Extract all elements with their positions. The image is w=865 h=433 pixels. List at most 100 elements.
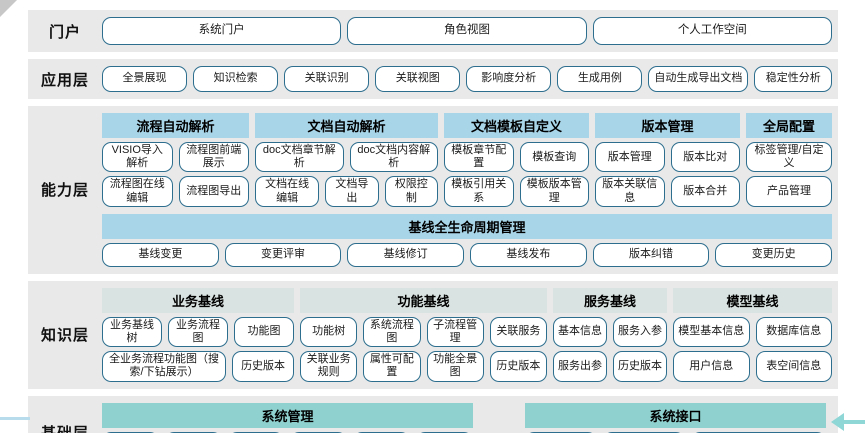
group-items: 基线变更变更评审基线修订基线发布版本纠错变更历史 [102, 242, 833, 267]
group-header: 版本管理 [595, 113, 740, 138]
button-row: 业务基线树业务流程图功能图 [102, 316, 294, 348]
module-box: 业务基线树 [102, 316, 162, 348]
module-box: 文档导出 [325, 176, 379, 207]
group-items: 标签管理/自定义产品管理 [746, 142, 832, 207]
module-box: 模板引用关系 [444, 176, 514, 207]
button-row: 全景展现知识检索关联识别关联视图影响度分析生成用例自动生成导出文档稳定性分析 [102, 66, 833, 92]
group-header: 基线全生命周期管理 [102, 213, 832, 239]
arrow-head-icon [831, 413, 844, 431]
application-content: 全景展现知识检索关联识别关联视图影响度分析生成用例自动生成导出文档稳定性分析 [102, 66, 833, 92]
layer-label: 门户 [48, 23, 81, 41]
group-items: 业务基线树业务流程图功能图全业务流程功能图（搜索/下钻展示）历史版本 [102, 316, 294, 382]
module-box: 变更评审 [224, 242, 342, 267]
bottom-left-line-decoration [0, 417, 30, 420]
module-box: 知识检索 [193, 66, 279, 92]
button-row: 关联业务规则属性可配置功能全景图历史版本 [300, 351, 547, 382]
layer-label: 基础层 [28, 422, 102, 433]
layer-label: 知识层 [40, 327, 89, 345]
layer-band-foundation: 基础层 系统管理 多用户管理权限管理角色管理组织机构管理菜单管理操作日志 系统接… [28, 395, 838, 433]
portal-content: 系统门户角色视图个人工作空间 [102, 17, 832, 45]
module-box: 基线发布 [470, 242, 587, 267]
group-items: 功能树系统流程图子流程管理关联服务关联业务规则属性可配置功能全景图历史版本 [300, 316, 547, 382]
module-box: 自动生成导出文档 [648, 66, 749, 92]
module-box: 流程图导出 [178, 176, 249, 207]
foundation-content: 系统管理 多用户管理权限管理角色管理组织机构管理菜单管理操作日志 系统接口 ji… [102, 402, 832, 433]
knowledge-content: 业务基线 业务基线树业务流程图功能图全业务流程功能图（搜索/下钻展示）历史版本 … [102, 287, 832, 382]
button-row: 多用户管理权限管理角色管理组织机构管理菜单管理操作日志 [102, 431, 473, 433]
group-header: 服务基线 [553, 287, 667, 313]
module-box: 版本比对 [670, 142, 740, 173]
knowledge-groups: 业务基线 业务基线树业务流程图功能图全业务流程功能图（搜索/下钻展示）历史版本 … [102, 287, 832, 382]
module-box: 历史版本 [613, 351, 667, 382]
module-box: 标签管理/自定义 [746, 142, 832, 173]
group-global-config: 全局配置 标签管理/自定义产品管理 [746, 113, 832, 207]
group-template-custom: 文档模板自定义 模板章节配置模板查询模板引用关系模板版本管理 [444, 113, 589, 207]
baseline-lifecycle-section: 基线全生命周期管理 基线变更变更评审基线修订基线发布版本纠错变更历史 [102, 213, 833, 267]
module-box: 版本管理 [595, 142, 665, 173]
group-header: 全局配置 [746, 113, 832, 138]
module-box: 产品管理 [746, 176, 832, 207]
module-box: 服务出参 [553, 351, 607, 382]
button-row: 产品管理 [746, 176, 832, 207]
group-process-parsing: 流程自动解析 VISIO导入解析流程图前端展示流程图在线编辑流程图导出 [102, 113, 249, 207]
button-row: 文档在线编辑文档导出权限控制 [255, 176, 439, 207]
module-box: 文档在线编辑 [255, 176, 320, 207]
module-box: 模板查询 [519, 142, 589, 173]
button-row: 版本管理版本比对 [595, 142, 740, 173]
module-box: 个人工作空间 [592, 17, 832, 45]
button-row: 模型基本信息数据库信息 [673, 316, 832, 348]
group-items: 版本管理版本比对版本关联信息版本合并 [595, 142, 740, 207]
module-box: doc文档章节解析 [255, 142, 344, 173]
button-row: 功能树系统流程图子流程管理关联服务 [300, 316, 547, 348]
module-box: 功能树 [300, 316, 358, 348]
module-box: 关联服务 [489, 316, 547, 348]
button-row: 服务出参历史版本 [553, 351, 667, 382]
module-box: 数据库信息 [755, 316, 832, 348]
module-box: 基线变更 [102, 242, 219, 267]
group-system-management: 系统管理 多用户管理权限管理角色管理组织机构管理菜单管理操作日志 [102, 402, 473, 433]
module-box: 基本信息 [553, 316, 607, 348]
group-header: 流程自动解析 [102, 113, 249, 138]
group-version-management: 版本管理 版本管理版本比对版本关联信息版本合并 [595, 113, 740, 207]
button-row: VISIO导入解析流程图前端展示 [102, 142, 249, 173]
button-row: jiraconfluence接口自动化平台 [525, 431, 826, 433]
group-items: 模板章节配置模板查询模板引用关系模板版本管理 [444, 142, 589, 207]
module-box: 用户信息 [673, 351, 750, 382]
layer-label: 能力层 [40, 182, 89, 200]
button-row: 模板章节配置模板查询 [444, 142, 589, 173]
group-header: 功能基线 [300, 287, 547, 313]
group-header: 模型基线 [673, 287, 832, 313]
button-row: 版本关联信息版本合并 [595, 176, 740, 207]
group-service-baseline: 服务基线 基本信息服务入参服务出参历史版本 [553, 287, 667, 382]
module-box: 表空间信息 [755, 351, 832, 382]
button-row: 流程图在线编辑流程图导出 [102, 176, 249, 207]
layer-band-portal: 门户 系统门户角色视图个人工作空间 [28, 10, 838, 52]
module-box: 关联识别 [284, 66, 370, 92]
module-box: 关联视图 [375, 66, 461, 92]
left-arrow-icon [831, 412, 865, 432]
module-box: 版本关联信息 [595, 176, 665, 207]
button-row: 系统门户角色视图个人工作空间 [102, 17, 832, 45]
group-function-baseline: 功能基线 功能树系统流程图子流程管理关联服务关联业务规则属性可配置功能全景图历史… [300, 287, 547, 382]
layer-bands: 门户 系统门户角色视图个人工作空间 应用层 全景展现知识检索关联识别关联视图影响… [28, 10, 838, 433]
module-box: 稳定性分析 [754, 66, 833, 92]
capability-groups: 流程自动解析 VISIO导入解析流程图前端展示流程图在线编辑流程图导出 文档自动… [102, 113, 832, 207]
arrow-tail [842, 420, 865, 424]
button-row: 用户信息表空间信息 [673, 351, 832, 382]
module-box: 历史版本 [489, 351, 547, 382]
module-box: 权限控制 [384, 176, 439, 207]
group-items: 模型基本信息数据库信息用户信息表空间信息 [673, 316, 832, 382]
module-box: 功能图 [234, 316, 294, 348]
module-box: 角色视图 [347, 17, 587, 45]
module-box: 系统流程图 [363, 316, 421, 348]
corner-fold-icon [0, 0, 17, 17]
module-box: 全景展现 [102, 66, 188, 92]
module-box: VISIO导入解析 [102, 142, 173, 173]
group-model-baseline: 模型基线 模型基本信息数据库信息用户信息表空间信息 [673, 287, 832, 382]
module-box: 流程图前端展示 [178, 142, 249, 173]
module-box: 模板版本管理 [519, 176, 589, 207]
layer-band-application: 应用层 全景展现知识检索关联识别关联视图影响度分析生成用例自动生成导出文档稳定性… [28, 59, 838, 99]
module-box: 历史版本 [232, 351, 294, 382]
button-row: 基本信息服务入参 [553, 316, 667, 348]
